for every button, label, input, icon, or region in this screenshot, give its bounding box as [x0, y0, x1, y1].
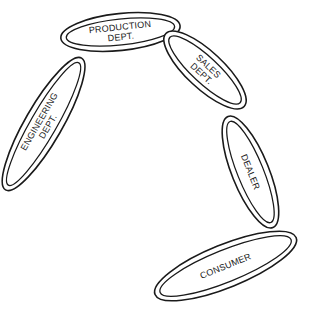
link-outer-edge — [147, 218, 304, 315]
chain-link: CONSUMER — [145, 216, 306, 317]
link-outer-edge — [58, 7, 181, 56]
chain-link: DEALER — [208, 108, 291, 237]
link-outer-edge — [210, 109, 289, 234]
chain-link: PRODUCTION DEPT. — [57, 6, 183, 59]
link-outer-edge — [0, 49, 98, 199]
chain-link: ENGINEERING DEPT. — [0, 47, 100, 201]
link-inner-edge — [155, 225, 298, 308]
chain-link: SALES DEPT. — [151, 18, 259, 122]
link-outer-edge — [153, 20, 256, 120]
link-inner-edge — [0, 56, 91, 191]
link-inner-edge — [218, 117, 283, 228]
link-inner-edge — [161, 28, 249, 112]
link-inner-edge — [64, 13, 175, 50]
